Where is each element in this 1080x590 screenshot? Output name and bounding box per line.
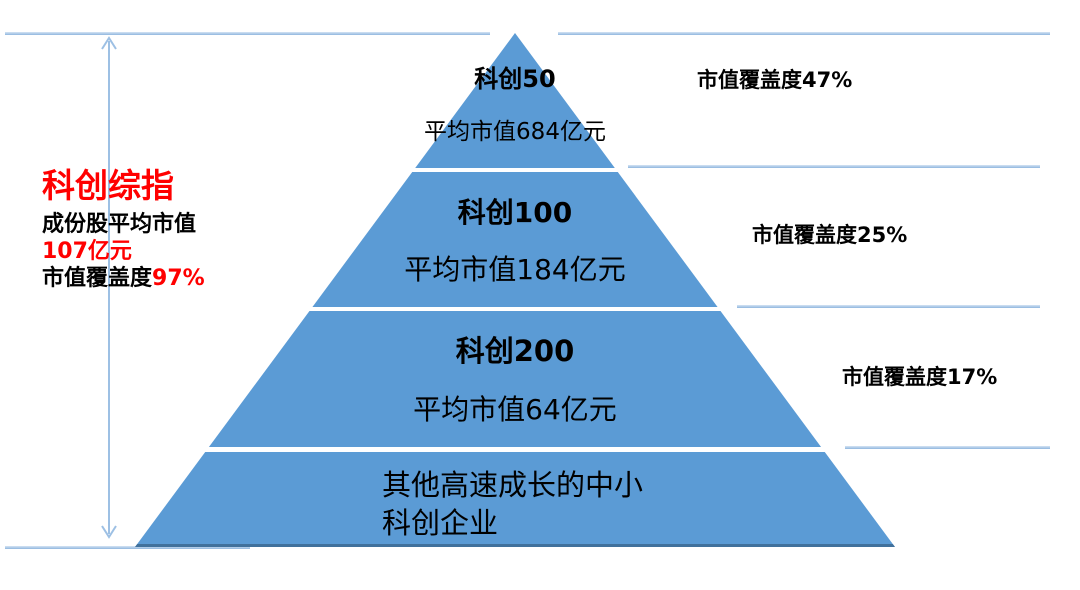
divider-line-tier1 [628, 165, 1040, 168]
tier1-avg-market-cap: 平均市值684亿元 [424, 119, 606, 145]
coverage-value: 97% [152, 266, 205, 291]
tier3-index-name: 科创200 [455, 334, 575, 368]
tier4-description: 其他高速成长的中小 科创企业 [382, 466, 712, 542]
avg-market-cap-value: 107亿元 [42, 239, 132, 264]
tier2-coverage-label: 市值覆盖度25% [752, 223, 908, 247]
divider-line-tier2 [737, 305, 1040, 308]
bottom-reference-line [5, 546, 250, 549]
tier2-index-name: 科创100 [457, 196, 573, 229]
pyramid-tier-4 [135, 452, 895, 547]
avg-market-cap-label: 成份股平均市值 [42, 212, 197, 237]
coverage-label: 市值覆盖度 [42, 266, 153, 291]
tier1-index-name: 科创50 [474, 65, 556, 93]
composite-index-panel: 科创综指 成份股平均市值 107亿元 市值覆盖度97% [42, 166, 272, 292]
top-reference-line-left [5, 32, 490, 35]
composite-index-title: 科创综指 [42, 166, 174, 205]
tier4-description-line2: 科创企业 [382, 506, 499, 540]
tier2-avg-market-cap: 平均市值184亿元 [404, 253, 626, 286]
tier1-coverage-label: 市值覆盖度47% [697, 68, 853, 92]
coverage-line: 市值覆盖度97% [42, 265, 272, 292]
vertical-double-arrow-icon [101, 36, 117, 539]
tier3-avg-market-cap: 平均市值64亿元 [413, 393, 617, 426]
pyramid-tier-1 [135, 33, 895, 168]
tier4-description-line1: 其他高速成长的中小 [382, 468, 644, 502]
top-reference-line-right [558, 32, 1050, 35]
tier3-coverage-label: 市值覆盖度17% [842, 365, 998, 389]
divider-line-tier3 [845, 446, 1050, 449]
